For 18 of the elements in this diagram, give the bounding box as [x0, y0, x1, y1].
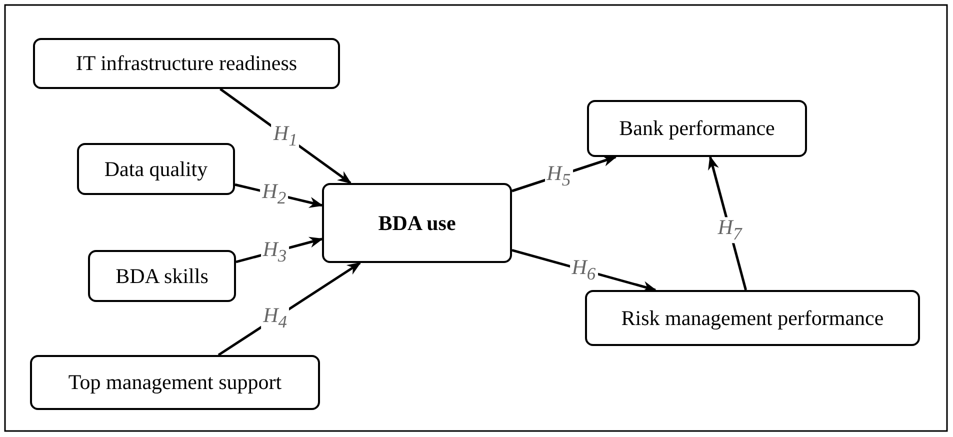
- process-box: [587, 100, 807, 157]
- process-box: [585, 290, 920, 346]
- node-label: Bank performance: [619, 116, 775, 141]
- node-label: BDA use: [378, 210, 456, 236]
- process-box: [322, 183, 512, 263]
- edge-label: H$_{4}$: [261, 305, 290, 332]
- process-box: [33, 38, 340, 89]
- edge-label: H$_{6}$: [570, 257, 598, 283]
- process-box: [30, 355, 320, 410]
- node-label: Data quality: [104, 156, 208, 182]
- edge-label: H$_{7}$: [716, 217, 744, 243]
- node-label: IT infrastructure readiness: [76, 51, 298, 76]
- node-label: Risk management performance: [621, 306, 884, 330]
- edge-label: H$_{1}$: [271, 123, 300, 149]
- node-label: Top management support: [68, 370, 282, 395]
- process-box: [88, 250, 236, 302]
- node-label: BDA skills: [116, 264, 208, 288]
- process-box: [77, 143, 235, 195]
